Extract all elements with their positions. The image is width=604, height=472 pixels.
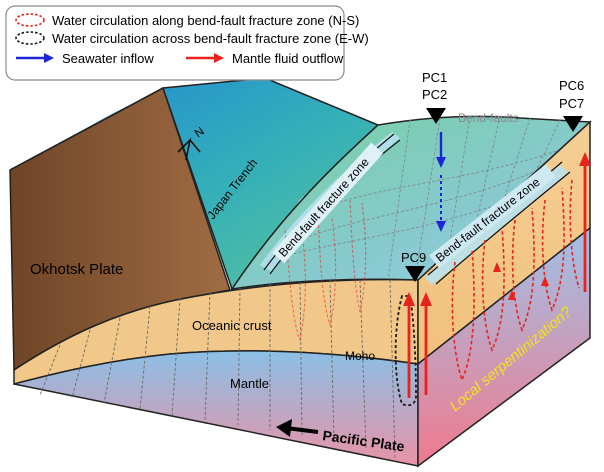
legend-item-ns-label: Water circulation along bend-fault fract… <box>52 13 359 28</box>
bend-faults-label: Bend-faults <box>458 111 519 125</box>
mantle-side-face <box>417 226 591 468</box>
legend-red-arrow-icon <box>186 53 224 63</box>
front-fault-lines <box>39 279 396 459</box>
legend-blue-arrow-icon <box>16 53 54 63</box>
trench-slope-surface <box>10 78 378 289</box>
station-marker-pc9 <box>405 266 425 282</box>
loop-arrowheads <box>493 262 549 300</box>
mantle-outflow-arrows <box>403 152 591 398</box>
legend-black-dotted-ellipse-icon <box>15 31 45 45</box>
moho-label: Moho <box>345 349 375 363</box>
faint-circulation-loops <box>284 199 367 342</box>
station-label-pc2: PC2 <box>422 87 447 102</box>
pacific-plate-arrow <box>276 419 319 437</box>
black-circulation-loop <box>394 295 417 407</box>
oceanic-crust-label: Oceanic crust <box>192 318 272 333</box>
mantle-label: Mantle <box>230 376 269 391</box>
mantle-front <box>13 350 419 467</box>
station-marker-pc6-pc7 <box>563 116 583 132</box>
station-marker-pc1-pc2 <box>426 108 446 124</box>
station-label-pc6: PC6 <box>559 78 584 93</box>
legend: Water circulation along bend-fault fract… <box>5 5 369 81</box>
north-arrow-icon <box>177 137 201 161</box>
legend-box <box>5 5 345 81</box>
station-label-pc1: PC1 <box>422 70 447 85</box>
station-label-pc9: PC9 <box>401 250 426 265</box>
legend-item-seawater-label: Seawater inflow <box>62 51 154 66</box>
legend-item-ew-label: Water circulation across bend-fault frac… <box>52 31 369 46</box>
okhotsk-plate-label: Okhotsk Plate <box>30 261 123 278</box>
legend-red-dotted-ellipse-icon <box>15 13 45 27</box>
legend-item-mantle-fluid-label: Mantle fluid outflow <box>232 51 344 66</box>
station-label-pc7: PC7 <box>559 96 584 111</box>
red-circulation-loops <box>451 179 580 383</box>
pacific-plate-top <box>230 115 592 291</box>
seawater-inflow-arrow <box>436 132 446 232</box>
